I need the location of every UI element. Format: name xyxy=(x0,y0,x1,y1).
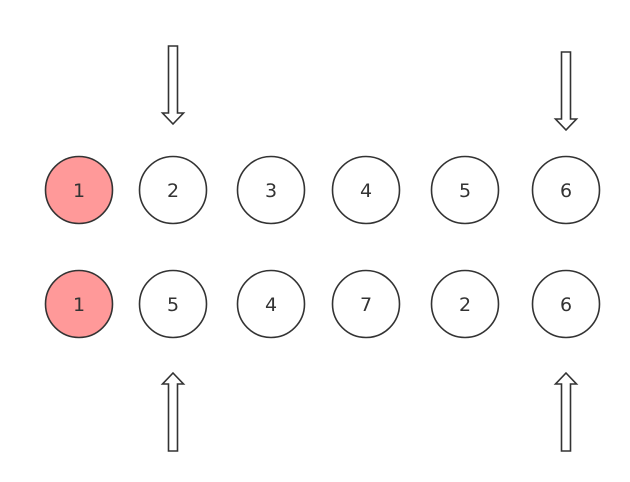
node-circle xyxy=(331,155,401,225)
array-rows: 1 2 3 4 5 6 1 5 4 7 2 6 xyxy=(44,155,601,339)
node-value: 6 xyxy=(560,294,572,316)
node-value: 5 xyxy=(459,180,471,202)
array-node: 1 xyxy=(44,269,114,339)
node-value: 6 xyxy=(560,180,572,202)
array-node: 1 xyxy=(44,155,114,225)
node-value: 2 xyxy=(167,180,179,202)
node-circle xyxy=(531,155,601,225)
node-circle xyxy=(236,269,306,339)
highlighted-node-circle xyxy=(44,269,114,339)
array-row-1: 1 2 3 4 5 6 xyxy=(44,155,601,225)
node-circle xyxy=(531,269,601,339)
array-node: 2 xyxy=(430,269,500,339)
down-arrow-icon xyxy=(553,51,579,132)
node-circle xyxy=(138,269,208,339)
node-circle xyxy=(138,155,208,225)
highlighted-node-circle xyxy=(44,155,114,225)
node-circle xyxy=(430,155,500,225)
array-node: 3 xyxy=(236,155,306,225)
down-arrow-icon xyxy=(160,45,186,126)
array-node: 2 xyxy=(138,155,208,225)
array-node: 4 xyxy=(236,269,306,339)
up-arrow-icon xyxy=(553,371,579,452)
node-value: 4 xyxy=(265,294,277,316)
node-value: 1 xyxy=(73,294,85,316)
node-circle xyxy=(331,269,401,339)
node-value: 2 xyxy=(459,294,471,316)
node-value: 1 xyxy=(73,180,85,202)
node-value: 5 xyxy=(167,294,179,316)
array-node: 6 xyxy=(531,155,601,225)
array-node: 5 xyxy=(138,269,208,339)
array-node: 6 xyxy=(531,269,601,339)
array-row-2: 1 5 4 7 2 6 xyxy=(44,269,601,339)
node-value: 4 xyxy=(360,180,372,202)
node-circle xyxy=(430,269,500,339)
pointer-arrows xyxy=(160,45,579,452)
up-arrow-icon xyxy=(160,371,186,452)
array-node: 7 xyxy=(331,269,401,339)
array-node: 5 xyxy=(430,155,500,225)
node-value: 3 xyxy=(265,180,277,202)
node-circle xyxy=(236,155,306,225)
node-value: 7 xyxy=(360,294,372,316)
array-node: 4 xyxy=(331,155,401,225)
